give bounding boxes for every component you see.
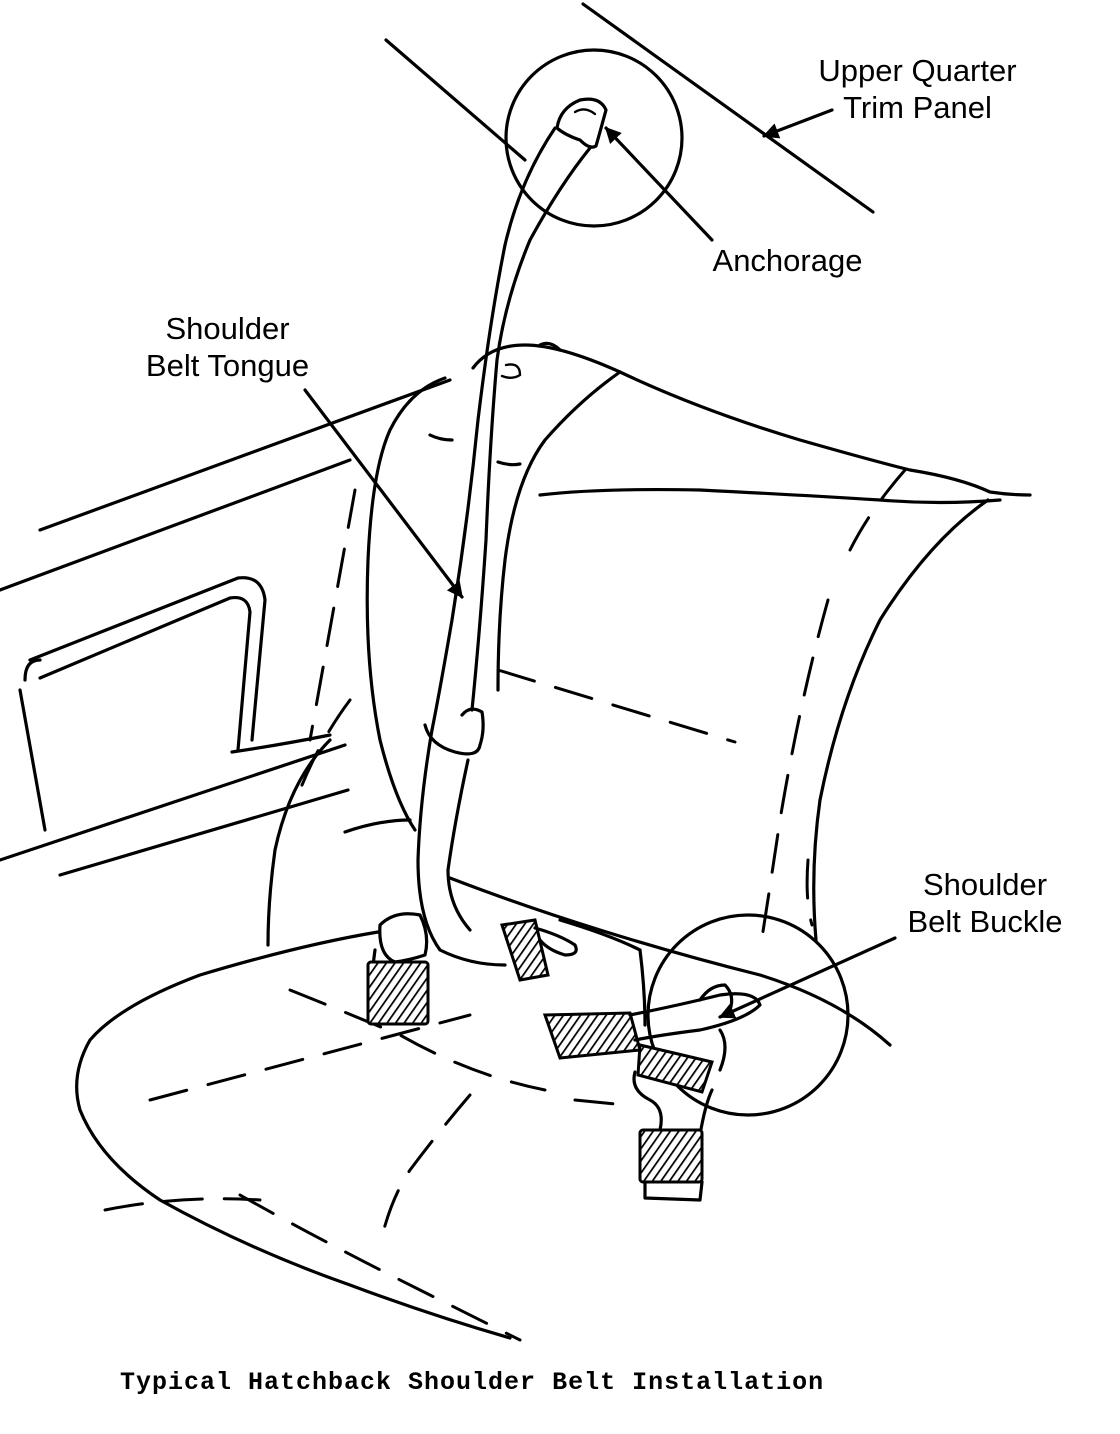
anchorage-label: Anchorage <box>690 242 885 279</box>
label-line-1: Shoulder <box>922 867 1048 902</box>
anchorage-bolt <box>555 97 608 149</box>
callout-arrows <box>303 108 897 1019</box>
label-line-1: Shoulder <box>165 311 290 346</box>
label-line-2: Trim Panel <box>843 90 992 125</box>
side-panel <box>0 378 452 947</box>
trim-panel-edge-lines <box>384 2 875 214</box>
shoulder-belt-tongue-label: Shoulder Belt Tongue <box>120 310 335 384</box>
label-line-2: Belt Buckle <box>907 904 1063 939</box>
figure-caption: Typical Hatchback Shoulder Belt Installa… <box>120 1368 825 1397</box>
shoulder-belt-buckle-label: Shoulder Belt Buckle <box>885 866 1085 940</box>
shoulder-belt-webbing <box>416 126 592 967</box>
left-buckle-stalk <box>366 912 430 1026</box>
seat-cushion <box>75 876 892 1342</box>
shoulder-belt-buckle <box>542 983 762 1202</box>
label-line-1: Upper Quarter <box>818 53 1017 88</box>
label-line-2: Belt Tongue <box>145 348 310 383</box>
label-line-1: Anchorage <box>712 243 863 278</box>
belt-guide-loop <box>423 707 485 756</box>
upper-quarter-trim-panel-label: Upper Quarter Trim Panel <box>790 52 1045 126</box>
anchorage-detail-circle <box>504 48 684 228</box>
buckle-detail-circle <box>646 913 850 1117</box>
center-belt-tongue <box>500 918 578 982</box>
seat-back <box>343 341 1032 952</box>
